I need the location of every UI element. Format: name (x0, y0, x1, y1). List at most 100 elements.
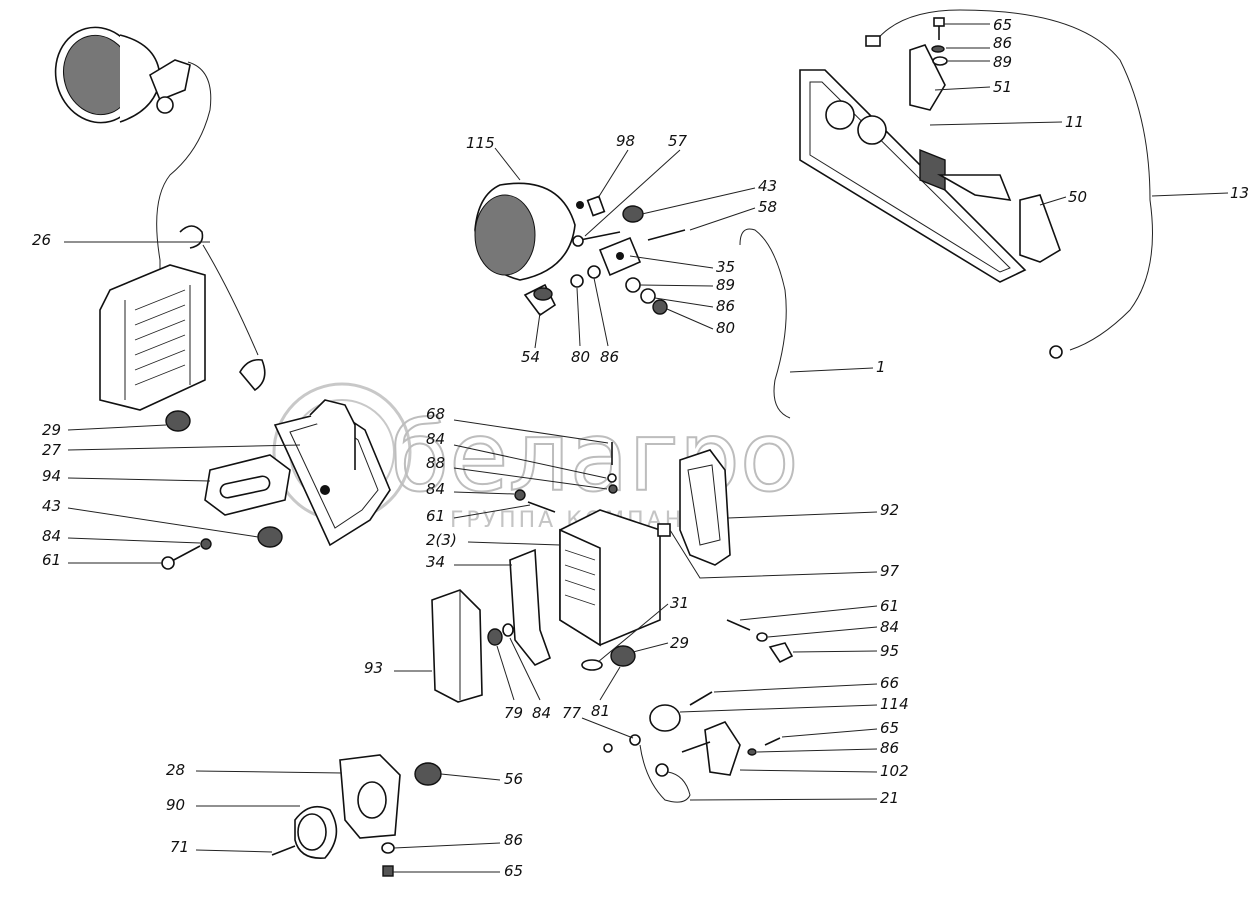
bracket-34 (509, 548, 551, 666)
leader-line-13 (1151, 192, 1229, 197)
callout-label-115: 115 (466, 134, 495, 152)
watermark-brand: белагро (390, 401, 799, 513)
connector-94 (204, 454, 291, 516)
callout-label-11: 11 (1065, 113, 1084, 131)
leader-line-2-3- (467, 541, 561, 546)
leader-line-28 (195, 770, 343, 774)
callout-label-84: 84 (426, 480, 445, 498)
callout-label-65: 65 (504, 862, 523, 880)
leader-line-80 (666, 308, 714, 330)
nut-79 (487, 628, 503, 646)
screw-66 (689, 691, 713, 706)
leader-line-84 (453, 491, 515, 495)
leader-line-56 (440, 773, 501, 781)
leader-line-86 (393, 842, 501, 849)
callout-label-65: 65 (993, 16, 1012, 34)
callout-label-31: 31 (670, 594, 689, 612)
leader-line-84 (767, 626, 878, 638)
leader-line-57 (584, 149, 681, 237)
callout-label-77: 77 (562, 704, 582, 722)
leader-line-68 (453, 419, 609, 444)
callout-label-50: 50 (1068, 188, 1087, 206)
callout-label-114: 114 (880, 695, 909, 713)
callout-label-102: 102 (880, 762, 909, 780)
watermark: белагро ГРУППА КОМПАНИЙ (272, 382, 800, 533)
leader-line-84 (509, 637, 541, 701)
callout-label-94: 94 (42, 467, 61, 485)
callout-label-71: 71 (170, 838, 189, 856)
callout-label-86: 86 (880, 739, 899, 757)
callout-label-2-3-: 2(3) (426, 531, 457, 549)
leader-line-79 (496, 645, 515, 701)
box-2-3 (559, 509, 661, 647)
leader-line-29 (67, 424, 167, 431)
bushing-29-center (610, 645, 636, 667)
washer-31 (581, 659, 603, 671)
leader-line-77 (581, 717, 634, 739)
callout-label-54: 54 (521, 348, 540, 366)
callout-label-28: 28 (166, 761, 185, 779)
callout-label-89: 89 (716, 276, 735, 294)
leader-line-71 (195, 849, 273, 853)
leader-line-94 (67, 477, 211, 482)
bracket-27 (273, 399, 391, 547)
callout-label-86: 86 (504, 831, 523, 849)
callout-label-61: 61 (42, 551, 61, 569)
callout-label-86: 86 (600, 348, 619, 366)
callout-label-29: 29 (670, 634, 689, 652)
leader-line-35 (629, 255, 714, 269)
leader-line-98 (597, 149, 629, 199)
leader-line-58 (689, 207, 756, 231)
callout-label-84: 84 (42, 527, 61, 545)
washer-84 (502, 623, 514, 637)
bracket-50 (1019, 194, 1061, 263)
leader-line-102 (739, 769, 878, 773)
wire-1 (739, 228, 791, 419)
leader-line-80 (576, 287, 581, 347)
leader-line-31 (597, 603, 669, 663)
leader-line-1 (789, 367, 874, 373)
callout-label-26: 26 (32, 231, 51, 249)
block-97 (657, 523, 671, 537)
bushing-43-left (257, 526, 283, 548)
callout-label-51: 51 (993, 78, 1012, 96)
leader-lines (64, 23, 1229, 873)
callout-label-90: 90 (166, 796, 185, 814)
callout-label-84: 84 (532, 704, 551, 722)
callout-label-58: 58 (758, 198, 777, 216)
relay-box-left (99, 264, 206, 411)
leader-line-21 (689, 798, 878, 801)
callout-label-65: 65 (880, 719, 899, 737)
instrument-panel (799, 69, 1027, 283)
callout-label-81: 81 (591, 702, 610, 720)
callout-label-86: 86 (716, 297, 735, 315)
center-lamp (474, 182, 584, 281)
wire-21 (603, 734, 691, 803)
callout-label-84: 84 (426, 430, 445, 448)
leader-line-54 (534, 312, 541, 349)
callout-label-68: 68 (426, 405, 445, 423)
lamp-housing-92 (679, 449, 731, 566)
leader-line-11 (929, 121, 1063, 126)
screw-68-stack (514, 442, 618, 513)
leader-line-86 (654, 297, 714, 308)
cable-13 (865, 9, 1153, 359)
callout-label-1: 1 (876, 358, 886, 376)
callout-label-92: 92 (880, 501, 899, 519)
leader-line-114 (679, 704, 878, 713)
leader-line-27 (67, 444, 301, 451)
callout-label-57: 57 (668, 132, 688, 150)
callout-label-56: 56 (504, 770, 523, 788)
leader-line-97 (669, 529, 878, 579)
callout-label-88: 88 (426, 454, 445, 472)
callout-label-98: 98 (616, 132, 635, 150)
center-lamp-hardware (523, 195, 686, 317)
callout-label-89: 89 (993, 53, 1012, 71)
leader-line-61 (739, 605, 878, 621)
callout-label-34: 34 (426, 553, 445, 571)
bushing-29-left (165, 410, 191, 432)
callout-label-80: 80 (571, 348, 590, 366)
callout-label-97: 97 (880, 562, 900, 580)
